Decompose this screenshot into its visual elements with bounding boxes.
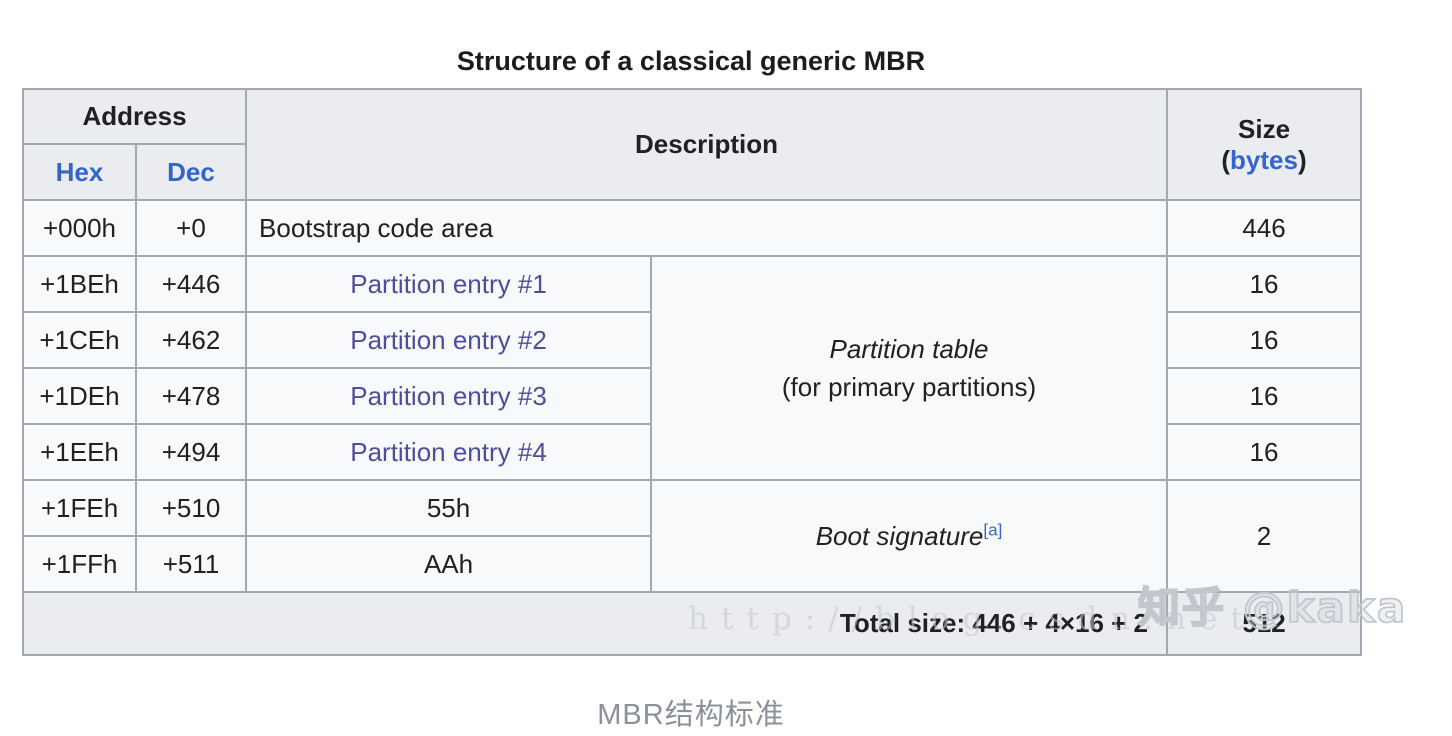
hex-cell: +000h (22, 199, 137, 257)
boot-signature-size-cell: 2 (1166, 479, 1363, 593)
dec-cell: +511 (134, 535, 248, 593)
dec-cell: +462 (134, 311, 248, 369)
table-row-bootstrap: +000h +0 Bootstrap code area 446 (22, 199, 1363, 257)
dec-link[interactable]: Dec (167, 156, 215, 187)
description-header: Description (245, 88, 1169, 201)
mbr-structure-table: Address Description Size (bytes) Hex Dec… (21, 88, 1363, 656)
header-row-1: Address Description Size (bytes) (21, 88, 1363, 201)
partition-table-label: Partition table (829, 334, 989, 364)
total-size-label: Total size: 446 + 4×16 + 2 (21, 591, 1169, 656)
size-header: Size (bytes) (1166, 88, 1363, 201)
table-row-partition-2: +1CEh +462 Partition entry #2 16 (22, 311, 1363, 369)
partition-entry-cell: Partition entry #1 (245, 255, 653, 313)
table-row-partition-1: +1BEh +446 Partition entry #1 Partition … (22, 255, 1363, 481)
address-header: Address (21, 88, 248, 145)
hex-cell: +1FEh (22, 479, 137, 537)
footnote-a-link[interactable]: [a] (983, 519, 1003, 539)
page-title: Structure of a classical generic MBR (456, 46, 926, 76)
signature-byte-cell: AAh (245, 535, 653, 593)
table-row-partition-4: +1EEh +494 Partition entry #4 16 (22, 423, 1363, 481)
partition-entry-cell: Partition entry #4 (245, 423, 653, 481)
table-row-signature-1: +1FEh +510 55h Boot signature[a] 2 (22, 479, 1363, 593)
size-cell: 446 (1166, 199, 1363, 257)
boot-signature-label: Boot signature (815, 520, 984, 551)
hex-cell: +1DEh (22, 367, 137, 425)
dec-cell: +446 (134, 255, 248, 313)
hex-cell: +1CEh (22, 311, 137, 369)
size-paren-open: ( (1221, 144, 1231, 175)
size-paren-close: ) (1297, 144, 1307, 175)
dec-cell: +510 (134, 479, 248, 537)
partition-entry-3-link[interactable]: Partition entry #3 (350, 380, 547, 411)
hex-link[interactable]: Hex (55, 156, 104, 187)
bytes-link[interactable]: bytes (1230, 144, 1298, 175)
dec-header: Dec (134, 143, 248, 201)
partition-table-sublabel: (for primary partitions) (781, 372, 1037, 402)
size-cell: 16 (1166, 423, 1363, 481)
bootstrap-desc-cell: Bootstrap code area (245, 199, 1169, 257)
partition-table-cell: Partition table (for primary partitions) (650, 255, 1169, 481)
partition-entry-cell: Partition entry #2 (245, 311, 653, 369)
dec-cell: +494 (134, 423, 248, 481)
size-cell: 16 (1166, 367, 1363, 425)
hex-header: Hex (22, 143, 137, 201)
total-size-value: 512 (1166, 591, 1363, 656)
size-cell: 16 (1166, 311, 1363, 369)
boot-signature-cell: Boot signature[a] (650, 479, 1169, 593)
dec-cell: +478 (134, 367, 248, 425)
signature-byte-cell: 55h (245, 479, 653, 537)
partition-entry-4-link[interactable]: Partition entry #4 (350, 436, 547, 467)
partition-entry-2-link[interactable]: Partition entry #2 (350, 324, 547, 355)
size-header-label: Size (1238, 113, 1291, 144)
header-row-2: Hex Dec (22, 143, 1361, 201)
partition-entry-1-link[interactable]: Partition entry #1 (350, 268, 547, 299)
hex-cell: +1FFh (22, 535, 137, 593)
dec-cell: +0 (134, 199, 248, 257)
image-caption: MBR结构标准 (597, 699, 785, 731)
hex-cell: +1BEh (22, 255, 137, 313)
table-footer-row: Total size: 446 + 4×16 + 2 512 (21, 591, 1363, 656)
table-row-signature-2: +1FFh +511 AAh (22, 535, 1361, 593)
partition-entry-cell: Partition entry #3 (245, 367, 653, 425)
hex-cell: +1EEh (22, 423, 137, 481)
size-cell: 16 (1166, 255, 1363, 313)
content-wrapper: Structure of a classical generic MBR Add… (21, 0, 1363, 733)
table-row-partition-3: +1DEh +478 Partition entry #3 16 (22, 367, 1363, 425)
